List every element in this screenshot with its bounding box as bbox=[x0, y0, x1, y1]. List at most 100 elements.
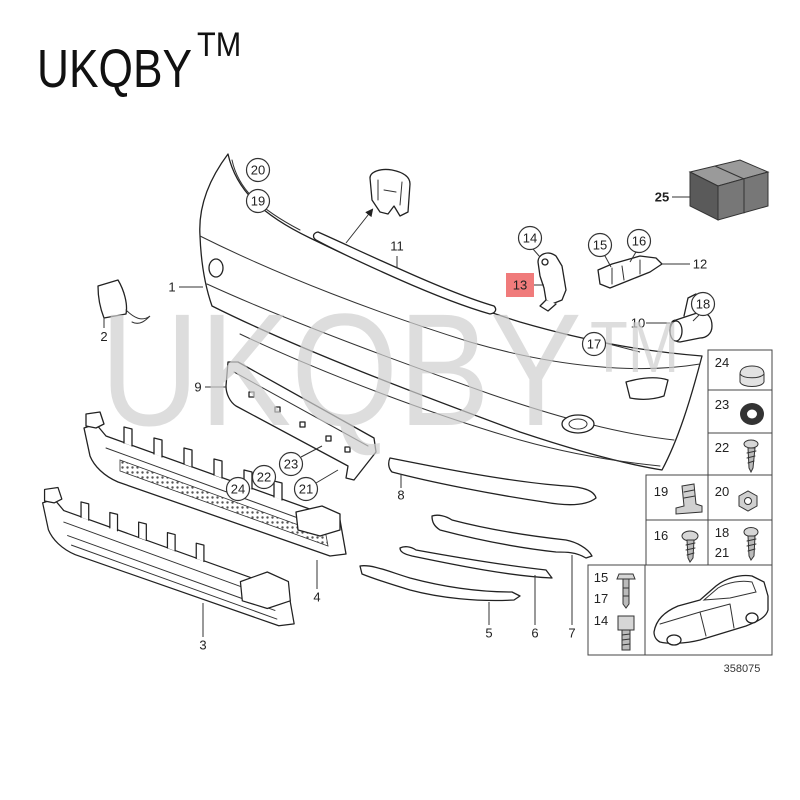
callout-label: 14 bbox=[523, 231, 537, 246]
grille-tab bbox=[153, 437, 163, 458]
callout-label: 18 bbox=[696, 297, 710, 312]
panel-label-17: 17 bbox=[594, 591, 608, 606]
callout-label: 19 bbox=[251, 194, 265, 209]
callout-19: 19 bbox=[245, 188, 271, 214]
callout-label: 22 bbox=[257, 470, 271, 485]
grille-tab bbox=[80, 501, 90, 521]
bracket-shape bbox=[225, 361, 377, 481]
panel-frame-bottom bbox=[587, 564, 773, 656]
tow-hook-cover-strap bbox=[125, 309, 151, 324]
lower-grille-rail bbox=[67, 535, 276, 611]
strip-clip bbox=[345, 168, 411, 244]
clip-shape bbox=[369, 168, 411, 217]
callout-5: 5 bbox=[485, 626, 492, 641]
grille-end-bracket bbox=[239, 571, 291, 610]
catalog-number: 358075 bbox=[724, 663, 761, 675]
bracket-inner-edge bbox=[233, 371, 369, 447]
leader-lines bbox=[103, 196, 700, 637]
sensor-holder-shape bbox=[597, 255, 663, 289]
trim-strip-shape bbox=[312, 231, 497, 315]
lower-trim-strip bbox=[388, 457, 597, 506]
spoiler-strip-7 bbox=[431, 514, 593, 559]
panel-label-20: 20 bbox=[715, 484, 729, 499]
spoiler-strip-7-shape bbox=[431, 514, 593, 559]
tow-hook-opening bbox=[208, 258, 224, 278]
upper-trim-strip bbox=[312, 231, 497, 315]
trademark-mark: TM bbox=[197, 26, 242, 64]
leader-15 bbox=[604, 255, 612, 268]
callout-8: 8 bbox=[397, 488, 404, 503]
grille-end-bracket bbox=[85, 411, 105, 429]
tow-hook-cover bbox=[97, 279, 151, 324]
lower-trim-strip-shape bbox=[388, 457, 597, 506]
brand-name: UKQBY bbox=[37, 39, 193, 99]
upper-grille-mesh bbox=[119, 459, 329, 547]
lower-grille bbox=[42, 486, 295, 627]
callout-10: 10 bbox=[631, 316, 645, 331]
callout-7: 7 bbox=[568, 626, 575, 641]
panel-label-19: 19 bbox=[654, 484, 668, 499]
grille-tab bbox=[166, 532, 176, 552]
callout-21: 21 bbox=[293, 476, 319, 502]
bracket-hole bbox=[274, 406, 281, 413]
upper-grille-rail bbox=[105, 447, 321, 527]
nut-icon bbox=[738, 490, 758, 512]
sensor-holder bbox=[597, 255, 663, 289]
side-vent bbox=[625, 377, 669, 400]
grille-tab bbox=[213, 458, 223, 479]
bumper-lower-lip bbox=[239, 333, 661, 467]
panel-label-16: 16 bbox=[654, 528, 668, 543]
clip-arrow bbox=[345, 208, 374, 244]
bumper-crease-upper bbox=[199, 235, 701, 370]
callout-1: 1 bbox=[168, 280, 175, 295]
grille-end-bracket bbox=[295, 505, 341, 537]
callout-25: 25 bbox=[655, 190, 669, 205]
callout-label: 15 bbox=[593, 238, 607, 253]
callout-2: 2 bbox=[100, 329, 107, 344]
callout-label: 17 bbox=[587, 337, 601, 352]
panel-label-22: 22 bbox=[715, 440, 729, 455]
hardware-panel: 24 23 22 19 20 16 18 21 15 17 14 bbox=[587, 349, 773, 656]
tow-hook-cover-shape bbox=[97, 279, 128, 319]
bracket-hole bbox=[325, 435, 332, 442]
callout-label: 21 bbox=[299, 482, 313, 497]
leader-23 bbox=[300, 445, 323, 458]
grille-tab bbox=[195, 542, 205, 563]
callout-17: 17 bbox=[581, 331, 607, 357]
spoiler-strip-6 bbox=[399, 546, 553, 579]
clip-nut-icon bbox=[675, 483, 703, 515]
callout-16: 16 bbox=[626, 228, 652, 254]
callout-13: 13 bbox=[506, 273, 534, 297]
holder-bracket-foot bbox=[539, 299, 557, 312]
spoiler-strip-5 bbox=[359, 565, 521, 602]
callout-6: 6 bbox=[531, 626, 538, 641]
callout-3: 3 bbox=[199, 638, 206, 653]
callout-15: 15 bbox=[587, 232, 613, 258]
leader-14 bbox=[532, 248, 541, 258]
callout-24: 24 bbox=[225, 476, 251, 502]
leader-16 bbox=[629, 251, 637, 263]
leader-17 bbox=[604, 342, 641, 353]
grille-tab bbox=[138, 521, 147, 541]
grille-end-bracket bbox=[43, 486, 63, 504]
parts-box-icon bbox=[688, 159, 770, 221]
callout-11: 11 bbox=[390, 239, 404, 254]
spoiler-strip-6-shape bbox=[399, 546, 553, 579]
spoiler-strip-5-shape bbox=[359, 565, 521, 602]
callout-22: 22 bbox=[251, 464, 277, 490]
holder-bracket bbox=[537, 252, 567, 312]
lower-grille-rail bbox=[70, 544, 278, 620]
panel-label-21: 21 bbox=[715, 545, 729, 560]
callout-20: 20 bbox=[245, 157, 271, 183]
callout-4: 4 bbox=[313, 590, 320, 605]
leader-18 bbox=[692, 314, 700, 322]
car-icon bbox=[653, 574, 769, 646]
panel-label-15: 15 bbox=[594, 570, 608, 585]
rivet-icon bbox=[616, 573, 636, 609]
callout-9: 9 bbox=[194, 380, 201, 395]
screw-icon bbox=[681, 530, 699, 563]
panel-dividers bbox=[708, 389, 772, 434]
panel-label-23: 23 bbox=[715, 397, 729, 412]
panel-label-24: 24 bbox=[715, 355, 729, 370]
